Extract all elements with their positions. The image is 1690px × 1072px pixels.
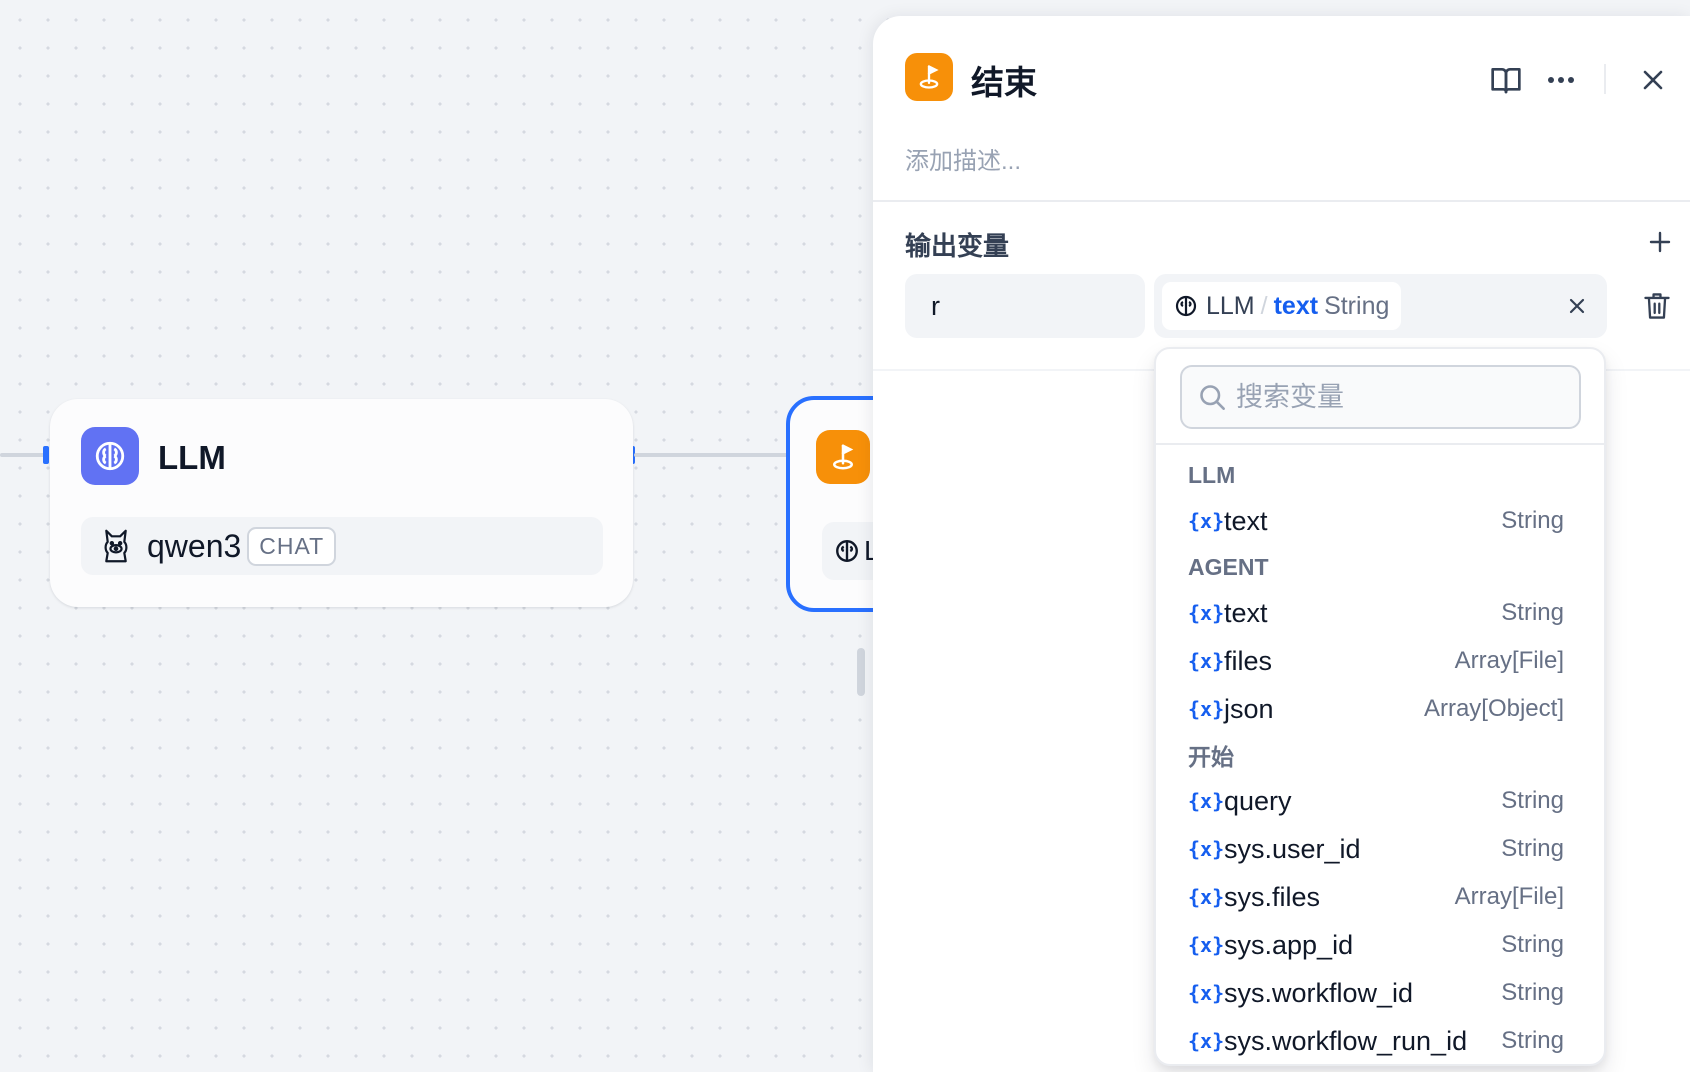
variable-icon: {x} [1188,933,1225,957]
variable-option-type: Array[File] [1454,883,1564,910]
plus-icon [1649,231,1671,253]
llm-node-title: LLM [158,439,226,476]
variable-option-type: String [1501,1027,1564,1054]
close-panel-button[interactable] [1633,60,1673,100]
variable-icon: {x} [1188,789,1225,813]
brain-icon [834,538,860,564]
variable-reference-chip[interactable]: LLM / text String [1162,282,1402,330]
variable-icon: {x} [1188,981,1225,1005]
variable-icon: {x} [1188,601,1225,625]
variable-option-type: String [1501,507,1564,534]
model-mode-badge: CHAT [247,526,337,566]
variable-option-name: sys.files [1224,881,1321,912]
llama-icon [99,528,133,564]
variable-icon: {x} [1188,1029,1225,1053]
chip-variable-type: String [1324,291,1390,320]
variable-option[interactable]: {x}files Array[File] [1156,637,1604,685]
variable-option-name: text [1224,505,1268,536]
variable-option-name: files [1224,645,1273,676]
variable-option-type: String [1501,835,1564,862]
variable-name-input[interactable]: r [905,274,1145,338]
variable-option-name: text [1224,597,1268,628]
variable-option-name: sys.app_id [1224,929,1354,960]
canvas-scroll-handle[interactable] [857,648,865,696]
variable-group-label: LLM [1188,461,1236,488]
search-icon [1198,383,1226,411]
add-variable-button[interactable] [1640,222,1680,262]
variable-icon: {x} [1188,837,1225,861]
variable-group-label: AGENT [1188,553,1269,580]
edge-incoming [0,453,46,457]
panel-title[interactable]: 结束 [971,64,1037,101]
search-box[interactable] [1180,365,1581,429]
flag-icon [905,53,953,101]
variable-value-selector[interactable]: LLM / text String [1154,274,1607,338]
chip-variable-name: text [1273,291,1319,320]
variable-option-type: Array[File] [1454,647,1564,674]
variable-option-type: String [1501,979,1564,1006]
delete-variable-button[interactable] [1637,286,1677,326]
variable-option-type: Array[Object] [1423,695,1564,722]
variable-option[interactable]: {x}query String [1156,777,1604,825]
divider [873,200,1690,202]
brain-icon [81,427,139,485]
close-icon [1569,298,1585,314]
variable-option-name: sys.workflow_run_id [1224,1025,1468,1056]
variable-option-type: String [1501,787,1564,814]
variable-picker-dropdown: LLM{x}textStringAGENT{x}textString{x}fil… [1154,347,1606,1066]
chip-separator: / [1260,291,1268,320]
variable-icon: {x} [1188,509,1225,533]
model-name: qwen3 [147,527,242,564]
clear-variable-button[interactable] [1559,288,1595,324]
variable-option[interactable]: {x}sys.files Array[File] [1156,873,1604,921]
variable-option[interactable]: {x}sys.workflow_id String [1156,969,1604,1017]
output-variables-title: 输出变量 [905,231,1010,261]
model-selector[interactable]: qwen3 CHAT [81,517,603,575]
variable-icon: {x} [1188,885,1225,909]
variable-option-name: json [1224,693,1274,724]
header-divider [1604,64,1606,94]
variable-option-name: sys.workflow_id [1224,977,1414,1008]
variable-option[interactable]: {x}text String [1156,589,1604,637]
variable-option[interactable]: {x}json Array[Object] [1156,685,1604,733]
flag-icon [816,430,870,484]
llm-node[interactable]: LLM qwen3 CHAT [50,399,633,607]
variable-option-name: sys.user_id [1224,833,1361,864]
docs-button[interactable] [1486,60,1526,100]
variable-option-type: String [1501,931,1564,958]
llm-node-target-handle[interactable] [43,446,49,464]
more-dots-icon [1547,76,1575,84]
variable-option-name: query [1224,785,1292,816]
variable-option[interactable]: {x}sys.app_id String [1156,921,1604,969]
variable-icon: {x} [1188,697,1225,721]
divider [1156,443,1604,445]
search-input[interactable] [1236,381,1556,413]
brain-icon [1174,294,1198,318]
variable-option[interactable]: {x}sys.user_id String [1156,825,1604,873]
book-icon [1490,65,1522,95]
variable-icon: {x} [1188,649,1225,673]
description-field[interactable]: 添加描述... [905,148,1022,175]
edge-llm-to-end [634,453,790,457]
more-button[interactable] [1541,60,1581,100]
variable-option[interactable]: {x}text String [1156,497,1604,545]
trash-icon [1643,291,1671,321]
variable-option[interactable]: {x}sys.workflow_run_id String [1156,1017,1604,1064]
chip-source-node: LLM [1206,291,1255,320]
close-icon [1642,69,1664,91]
variable-option-type: String [1501,599,1564,626]
variable-group-label: 开始 [1188,744,1234,770]
